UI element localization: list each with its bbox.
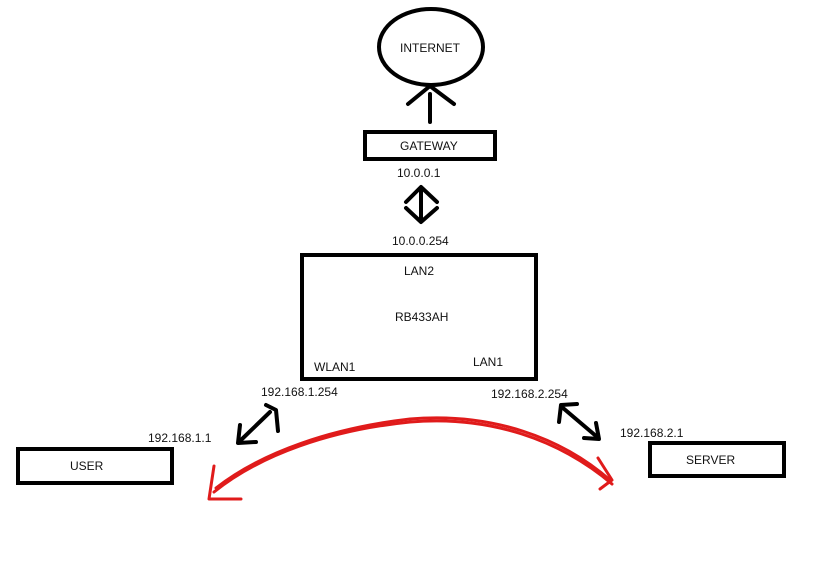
- user-server-path-arrow: [207, 416, 614, 501]
- gateway-label: GATEWAY: [400, 139, 458, 153]
- router-lan2-port-label: LAN2: [404, 264, 435, 278]
- user-label: USER: [70, 459, 104, 473]
- server-box: [648, 441, 786, 478]
- gateway-box: [363, 130, 497, 161]
- router-wlan1-ip-label: 192.168.1.254: [261, 385, 338, 399]
- router-box: [300, 253, 538, 381]
- router-lan2-ip-label: 10.0.0.254: [392, 234, 449, 248]
- router-server-link: [557, 402, 601, 441]
- router-name-label: RB433AH: [395, 310, 449, 324]
- internet-label: INTERNET: [400, 41, 460, 55]
- router-lan1-ip-label: 192.168.2.254: [491, 387, 568, 401]
- uplink-arrow: [406, 84, 456, 124]
- user-box: [16, 447, 174, 485]
- router-lan1-port-label: LAN1: [473, 355, 504, 369]
- server-ip-label: 192.168.2.1: [620, 426, 684, 440]
- router-user-link: [236, 403, 280, 445]
- router-wlan1-port-label: WLAN1: [314, 360, 356, 374]
- gateway-ip-label: 10.0.0.1: [397, 166, 441, 180]
- user-ip-label: 192.168.1.1: [148, 431, 212, 445]
- gateway-router-link: [404, 185, 439, 224]
- server-label: SERVER: [686, 453, 736, 467]
